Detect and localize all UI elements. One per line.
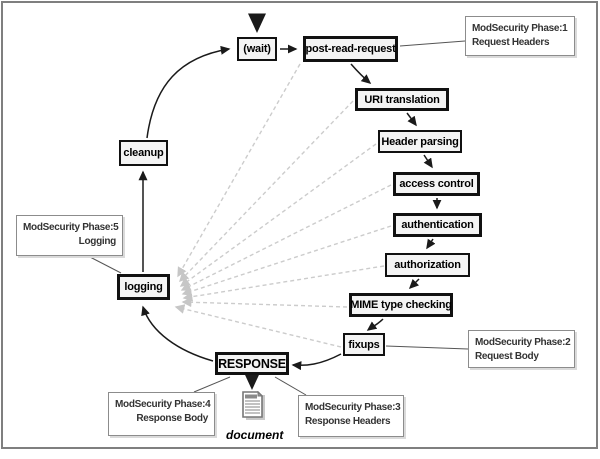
line-fixups-to-phase2	[385, 345, 469, 350]
node-cleanup: cleanup	[119, 140, 168, 166]
node-authorization: authorization	[385, 253, 470, 277]
dashed-arrows-to-logging	[174, 63, 392, 348]
note-line: Logging	[78, 236, 117, 247]
node-header-parsing: Header parsing	[378, 130, 462, 153]
note-modsecurity-phase2: ModSecurity Phase:2 Request Body	[468, 330, 575, 368]
dashed-post-read-to-logging	[177, 63, 301, 278]
node-wait: (wait)	[237, 37, 277, 61]
note-line: Response Body	[136, 413, 208, 424]
note-line: Request Headers	[472, 37, 550, 48]
dashed-authn-to-logging	[181, 225, 392, 297]
arrow-cleanup-to-wait	[146, 45, 231, 139]
note-modsecurity-phase3: ModSecurity Phase:3 Response Headers	[298, 395, 404, 437]
dashed-uri-to-logging	[179, 100, 354, 283]
note-connectors	[89, 40, 469, 396]
note-line: ModSecurity Phase:2	[475, 337, 571, 348]
document-label: document	[226, 428, 284, 442]
line-response-to-phase3	[274, 376, 307, 396]
document-icon	[242, 390, 265, 420]
arrow-authz-to-mime	[408, 278, 420, 290]
arrow-authn-to-authz	[426, 238, 436, 250]
node-access-control: access control	[393, 172, 480, 196]
dashed-authz-to-logging	[182, 265, 385, 302]
arrow-uri-to-header	[406, 112, 417, 127]
node-authentication: authentication	[393, 213, 482, 237]
node-response: RESPONSE	[215, 352, 289, 375]
node-post-read-request: post-read-request	[303, 36, 398, 62]
note-line: ModSecurity Phase:5	[23, 222, 119, 233]
dashed-fixups-to-logging	[174, 304, 342, 348]
note-modsecurity-phase4: ModSecurity Phase:4 Response Body	[108, 392, 215, 436]
arrow-header-to-access	[423, 154, 433, 169]
dashed-mime-to-logging	[181, 297, 348, 308]
note-line: Request Body	[475, 351, 539, 362]
node-fixups: fixups	[343, 333, 385, 356]
arrow-post-read-to-uri	[350, 63, 372, 84]
diagram-border	[1, 1, 598, 449]
dashed-access-to-logging	[180, 184, 392, 291]
node-mime-type-checking: MIME type checking	[349, 293, 453, 317]
note-line: ModSecurity Phase:1	[472, 23, 568, 34]
note-line: ModSecurity Phase:3	[305, 402, 401, 413]
arrow-response-to-logging	[141, 305, 214, 362]
note-line: Response Headers	[305, 416, 391, 427]
line-response-to-phase4	[193, 376, 231, 393]
note-modsecurity-phase5: ModSecurity Phase:5 Logging	[16, 215, 123, 256]
line-phase5-to-logging	[89, 256, 122, 274]
flow-arrows	[138, 13, 442, 390]
node-uri-translation: URI translation	[355, 88, 449, 111]
document-output: document	[226, 390, 284, 442]
note-modsecurity-phase1: ModSecurity Phase:1 Request Headers	[465, 16, 575, 56]
line-post-read-to-phase1	[399, 40, 466, 47]
node-logging: logging	[117, 274, 170, 300]
dashed-header-to-logging	[179, 143, 377, 287]
arrow-fixups-to-response	[291, 353, 342, 371]
note-line: ModSecurity Phase:4	[115, 399, 211, 410]
arrow-mime-to-fixups	[366, 318, 384, 331]
